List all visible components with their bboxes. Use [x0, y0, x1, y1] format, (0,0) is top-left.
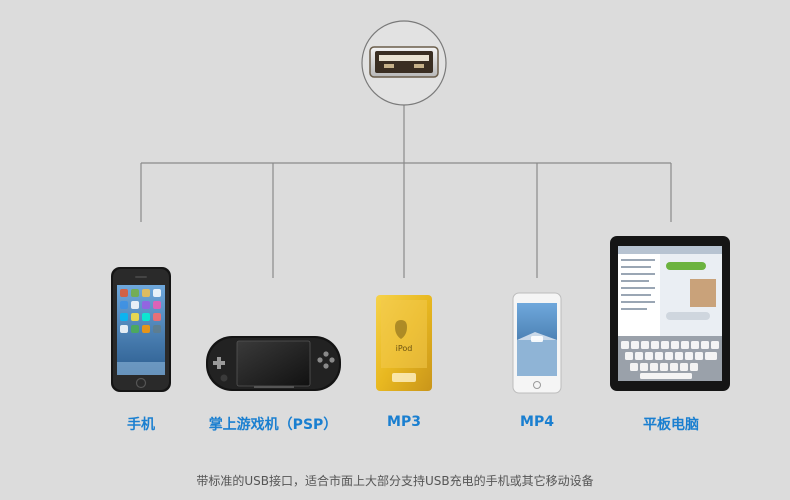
- usb-port-icon: [361, 20, 447, 106]
- device-label-phone: 手机: [127, 417, 155, 433]
- device-label-mp3: MP3: [387, 414, 421, 430]
- device-label-psp: 掌上游戏机（PSP）: [208, 417, 338, 433]
- mp3-icon: iPod: [376, 295, 432, 391]
- compatibility-caption: 带标准的USB接口，适合市面上大部分支持USB充电的手机或其它移动设备: [196, 474, 594, 488]
- psp-icon: [206, 336, 341, 391]
- device-label-tablet: 平板电脑: [643, 417, 699, 433]
- device-label-mp4: MP4: [520, 414, 554, 430]
- mp3-screen-text: iPod: [396, 344, 413, 353]
- phone-icon: [111, 267, 171, 392]
- mp4-icon: [512, 292, 562, 394]
- tablet-icon: [610, 236, 730, 391]
- connector-lines: [140, 105, 672, 278]
